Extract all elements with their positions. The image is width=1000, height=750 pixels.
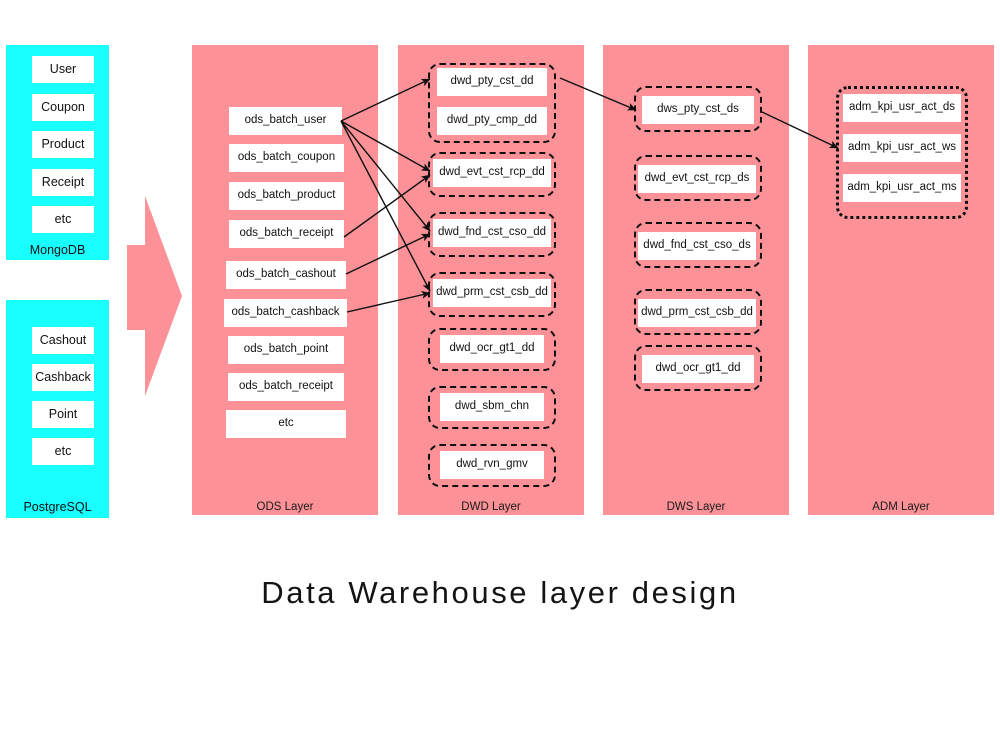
table-group-dwd-6 [428,444,556,487]
layer-panel-ods: ods_batch_user ods_batch_coupon ods_batch_… [192,45,378,515]
ingestion-arrow-shape [127,196,182,396]
table-group-dws-2 [634,222,762,268]
layer-panel-adm: adm_kpi_usr_act_ds adm_kpi_usr_act_ws adm_… [808,45,994,515]
table-box: adm_kpi_usr_act_ms [843,174,961,202]
table-box: dwd_ocr_gt1_dd [642,355,754,383]
source-entity-box: Point [32,401,94,428]
table-box: dwd_evt_cst_rcp_dd [433,159,551,187]
table-box: ods_batch_cashout [226,261,346,289]
layer-label-adm: ADM Layer [872,501,930,513]
source-entity-box: Cashback [32,364,94,391]
layer-label-ods: ODS Layer [256,501,314,513]
table-box: adm_kpi_usr_act_ws [843,134,961,162]
source-entity-box: Product [32,131,94,158]
table-group-dwd-4 [428,328,556,371]
table-box: dwd_rvn_gmv [440,451,544,479]
table-box: dwd_fnd_cst_cso_ds [638,232,756,260]
table-box: ods_batch_receipt [229,220,344,248]
table-box: dwd_ocr_gt1_dd [440,335,544,363]
table-box: dws_pty_cst_ds [642,96,754,124]
table-box: etc [226,410,346,438]
table-group-dwd-5 [428,386,556,429]
table-group-dws-4 [634,345,762,391]
table-box: dwd_evt_cst_rcp_ds [638,165,756,193]
table-box: ods_batch_product [229,182,344,210]
diagram-caption: Data Warehouse layer design [261,575,739,610]
table-box: dwd_prm_cst_csb_dd [638,299,756,327]
table-group-dws-3 [634,289,762,335]
table-box: dwd_prm_cst_csb_dd [433,279,551,307]
table-group-dws-1 [634,155,762,201]
table-box: adm_kpi_usr_act_ds [843,94,961,122]
table-box: dwd_fnd_cst_cso_dd [433,219,551,247]
table-box: ods_batch_receipt [228,373,344,401]
layer-label-dws: DWS Layer [666,501,726,513]
source-entity-box: etc [32,438,94,465]
table-box: ods_batch_cashback [224,299,347,327]
table-box: dwd_pty_cst_dd [437,68,547,96]
source-panel-label: MongoDB [29,243,86,257]
table-box: ods_batch_user [229,107,342,135]
table-group-adm-0 [836,86,968,219]
source-entity-box: Receipt [32,168,94,196]
source-entity-box: etc [32,206,94,233]
ingestion-arrow [120,196,190,396]
layer-panel-dwd: dwd_pty_cst_dd dwd_pty_cmp_dd dwd_evt_cst_… [398,45,584,515]
source-entity-box: Cashout [32,327,94,354]
table-box: dwd_sbm_chn [440,393,544,421]
table-box: dwd_pty_cmp_dd [437,107,547,135]
table-box: ods_batch_point [228,336,344,364]
source-panel-label: PostgreSQL [23,500,92,514]
layer-label-dwd: DWD Layer [461,501,521,513]
layer-panel-dws: dws_pty_cst_ds dwd_evt_cst_rcp_ds dwd_fnd_… [603,45,789,515]
source-entity-box: User [32,56,94,83]
source-entity-box: Coupon [32,93,94,121]
table-box: ods_batch_coupon [229,144,344,172]
